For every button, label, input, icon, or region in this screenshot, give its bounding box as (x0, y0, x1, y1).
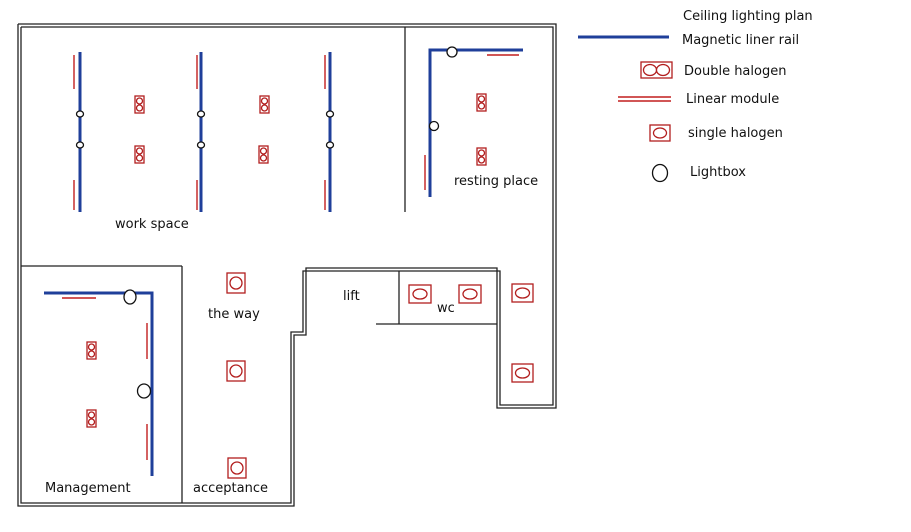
double-halogen-icon (86, 409, 97, 428)
lightbox-icon (325, 141, 335, 149)
room-label-management: Management (45, 481, 131, 496)
lightbox-icon (196, 110, 206, 118)
magnetic-rail (44, 291, 154, 476)
double-halogen-icon (259, 95, 270, 114)
lightbox-icon (651, 163, 669, 183)
lightbox-icon (196, 141, 206, 149)
room-label-work-space: work space (115, 217, 189, 232)
double-halogen-icon (134, 95, 145, 114)
outer-wall-inner-line (20, 26, 554, 504)
legend-label-double-halogen: Double halogen (684, 64, 786, 79)
lightbox-icon (136, 383, 152, 399)
room-label-resting-place: resting place (454, 174, 538, 189)
corridor-fixtures (226, 272, 534, 479)
management-fixtures (44, 289, 154, 476)
outer-wall (17, 23, 557, 507)
room-label-lift: lift (343, 289, 360, 304)
legend-title: Ceiling lighting plan (683, 9, 813, 24)
lightbox-icon (123, 289, 137, 305)
room-label-the-way: the way (208, 307, 260, 322)
single-halogen-icon (226, 272, 246, 294)
lightbox-icon (325, 110, 335, 118)
single-halogen-icon (226, 360, 246, 382)
lightbox-icon (75, 141, 85, 149)
single-halogen-icon (458, 284, 482, 304)
legend-label-linear-module: Linear module (686, 92, 779, 107)
lightbox-icon (446, 46, 458, 58)
single-halogen-icon (408, 284, 432, 304)
single-halogen-icon (511, 363, 534, 383)
double-halogen-icon (640, 61, 673, 79)
double-halogen-icon (134, 145, 145, 164)
double-halogen-icon (258, 145, 269, 164)
legend-label-magnetic-rail: Magnetic liner rail (682, 33, 799, 48)
single-halogen-icon (649, 124, 671, 142)
double-halogen-icon (476, 147, 487, 166)
lightbox-icon (75, 110, 85, 118)
lightbox-icon (428, 120, 440, 132)
legend-label-single-halogen: single halogen (688, 126, 783, 141)
resting-place-fixtures (424, 46, 523, 197)
single-halogen-icon (227, 457, 247, 479)
walls (17, 23, 557, 507)
single-halogen-icon (511, 283, 534, 303)
work-space-fixtures (73, 52, 335, 212)
magnetic-rail (428, 48, 523, 197)
room-label-acceptance: acceptance (193, 481, 268, 496)
double-halogen-icon (476, 93, 487, 112)
room-labels: work space resting place the way lift wc… (45, 174, 538, 496)
legend: Ceiling lighting plan Magnetic liner rai… (578, 9, 813, 183)
legend-label-lightbox: Lightbox (690, 165, 746, 180)
room-label-wc: wc (437, 301, 455, 316)
double-halogen-icon (86, 341, 97, 360)
